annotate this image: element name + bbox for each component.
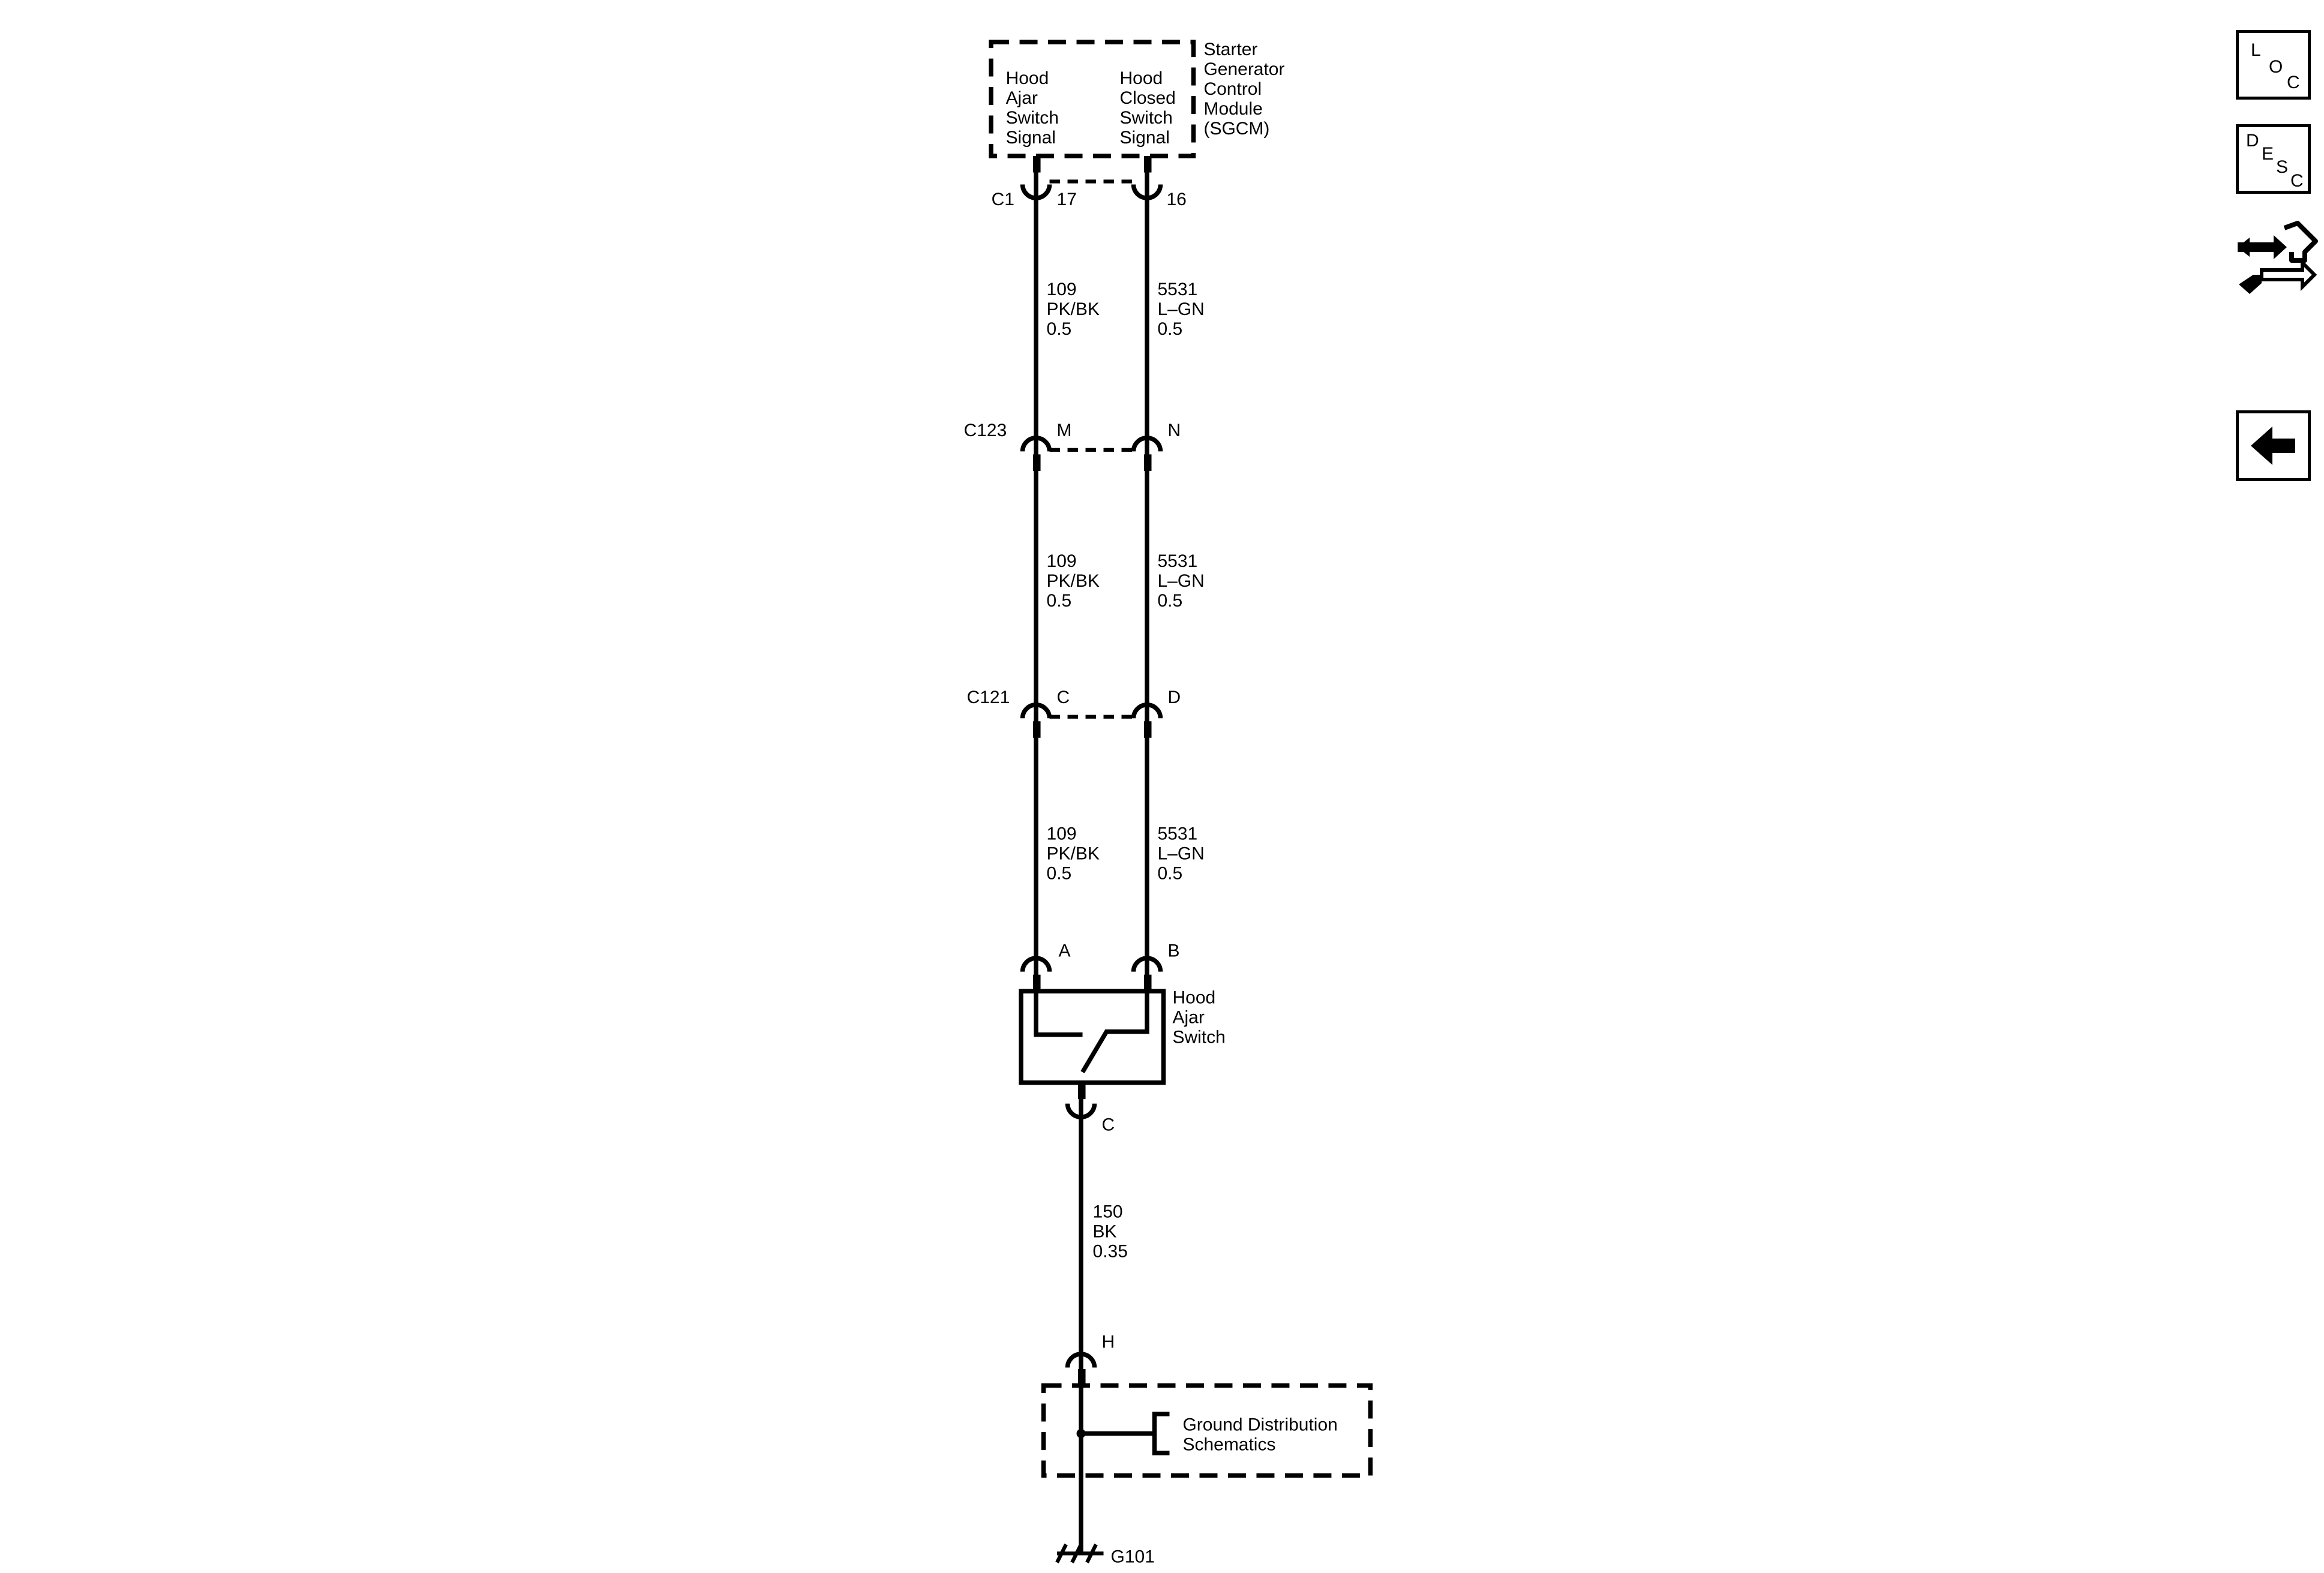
- desc-letter-d: D: [2246, 131, 2259, 151]
- ground-distribution-box: [1041, 1383, 1373, 1478]
- wire-label-left-3: 109 PK/BK 0.5: [1047, 824, 1105, 884]
- connector-c121-pin-left: C: [1057, 688, 1070, 707]
- connector-c1: [1020, 179, 1163, 200]
- connector-c123-pin-left: M: [1057, 421, 1072, 440]
- switch-pin-a: A: [1059, 941, 1071, 961]
- sgcm-module-box: [989, 40, 1196, 158]
- desc-letter-e: E: [2262, 144, 2274, 164]
- pin-label-hood-closed-signal: Hood Closed Switch Signal: [1120, 68, 1181, 148]
- module-label: Starter Generator Control Module (SGCM): [1203, 40, 1289, 139]
- connector-c121: [1020, 703, 1163, 738]
- wires: [1034, 156, 1149, 1555]
- ground-distribution-label: Ground Distribution Schematics: [1182, 1415, 1343, 1454]
- hood-ajar-switch: [1019, 989, 1166, 1100]
- ground-label: G101: [1111, 1547, 1155, 1566]
- wire-label-right-2: 5531 L–GN 0.5: [1158, 551, 1210, 611]
- switch-pin-c: C: [1102, 1115, 1115, 1135]
- wire-label-right-1: 5531 L–GN 0.5: [1158, 280, 1210, 339]
- connector-tool-icon[interactable]: [2232, 217, 2322, 298]
- connector-c123-pin-right: N: [1167, 421, 1181, 440]
- back-arrow-icon: [2251, 427, 2295, 465]
- connector-c1-name: C1: [992, 190, 1014, 209]
- desc-letter-s: S: [2276, 157, 2289, 177]
- loc-letter-o: O: [2269, 57, 2283, 77]
- desc-button[interactable]: D E S C: [2236, 124, 2311, 194]
- switch-connector-bottom: [1065, 1103, 1097, 1119]
- wire-label-right-3: 5531 L–GN 0.5: [1158, 824, 1210, 884]
- connector-c123-name: C123: [964, 421, 1007, 440]
- ground-symbol: [1055, 1544, 1104, 1563]
- wire-label-ground: 150 BK 0.35: [1093, 1202, 1128, 1262]
- connector-c123: [1020, 436, 1163, 471]
- loc-letter-l: L: [2251, 40, 2261, 60]
- connector-c121-pin-right: D: [1167, 688, 1181, 707]
- ground-connector-h: [1065, 1352, 1097, 1386]
- loc-letter-c: C: [2287, 73, 2300, 92]
- switch-pin-b: B: [1167, 941, 1179, 961]
- connector-c1-pin-right: 16: [1166, 190, 1186, 209]
- pin-label-hood-ajar-signal: Hood Ajar Switch Signal: [1006, 68, 1064, 148]
- connector-c121-name: C121: [967, 688, 1010, 707]
- module-pin-stubs: [1033, 156, 1152, 173]
- wire-label-left-2: 109 PK/BK 0.5: [1047, 551, 1105, 611]
- switch-connector-top: [1020, 956, 1163, 992]
- loc-button[interactable]: L O C: [2236, 30, 2311, 100]
- ground-pin-h: H: [1102, 1332, 1115, 1352]
- connector-tool-svg: [2238, 221, 2318, 294]
- desc-letter-c: C: [2290, 171, 2304, 191]
- back-button[interactable]: [2236, 410, 2311, 481]
- wire-label-left-1: 109 PK/BK 0.5: [1047, 280, 1105, 339]
- switch-label: Hood Ajar Switch: [1172, 988, 1225, 1047]
- connector-c1-pin-left: 17: [1057, 190, 1077, 209]
